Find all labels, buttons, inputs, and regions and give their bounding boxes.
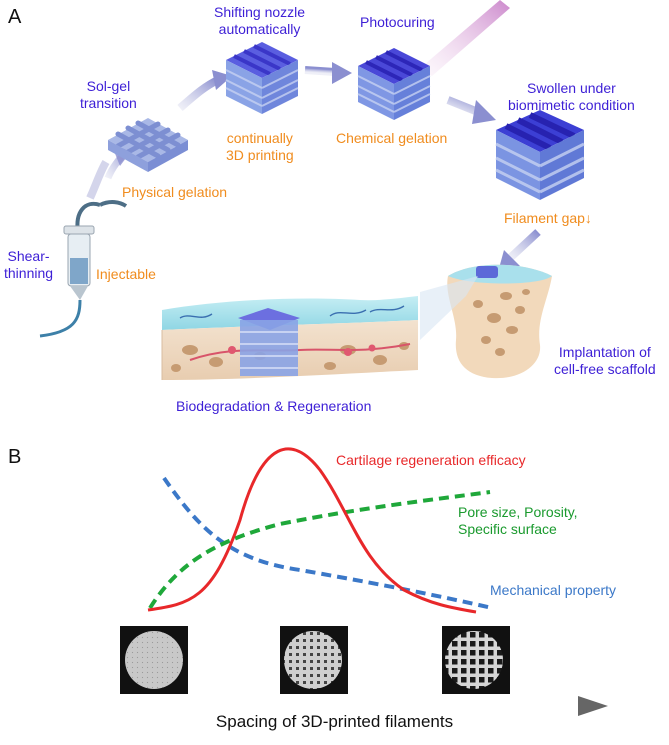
curve-cartilage-regeneration <box>147 447 477 614</box>
label-injectable: Injectable <box>96 266 156 282</box>
zoom-connector <box>420 276 478 340</box>
label-mechanical-property: Mechanical property <box>490 582 617 598</box>
light-beam <box>418 0 510 76</box>
flow-arrow-5 <box>507 229 541 261</box>
scaffold-printing <box>225 42 299 114</box>
micrograph-mid <box>280 626 348 694</box>
micrograph-dense <box>120 626 188 694</box>
label-shifting-nozzle: Shifting nozzle automatically <box>214 4 306 37</box>
label-chemical-gelation: Chemical gelation <box>336 130 448 146</box>
flow-arrow-syringe <box>86 159 110 200</box>
x-axis-label: Spacing of 3D-printed filaments <box>215 712 454 731</box>
label-continually-printing: continually 3D printing <box>226 130 294 163</box>
scaffold-photocured <box>357 48 431 120</box>
panel-letter-a: A <box>8 6 22 28</box>
label-cartilage-efficacy: Cartilage regeneration efficacy <box>336 452 526 468</box>
curve-mechanical-property <box>162 476 493 610</box>
syringe-icon <box>39 200 128 338</box>
label-biodegradation: Biodegradation & Regeneration <box>176 398 372 414</box>
x-axis-arrowhead <box>578 696 608 716</box>
flow-arrow-4 <box>446 96 480 116</box>
tissue-block <box>161 296 418 380</box>
label-pore-size: Pore size, Porosity, Specific surface <box>458 504 578 537</box>
label-swollen: Swollen under biomimetic condition <box>508 80 635 113</box>
label-physical-gelation: Physical gelation <box>122 184 228 200</box>
label-implantation: Implantation of cell-free scaffold <box>554 344 656 377</box>
label-shear-thinning: Shear- thinning <box>4 248 54 281</box>
flow-arrow-3 <box>304 66 336 76</box>
concept-chart <box>147 447 493 614</box>
scaffold-solgel <box>108 118 188 172</box>
scaffold-swollen <box>495 110 585 200</box>
label-photocuring: Photocuring <box>360 14 435 30</box>
label-sol-gel: Sol-gel transition <box>80 78 137 111</box>
panel-letter-b: B <box>8 446 22 468</box>
micrograph-open <box>442 626 510 694</box>
curve-pore-size <box>148 490 491 610</box>
flow-arrow-2 <box>177 76 220 112</box>
label-filament-gap: Filament gap↓ <box>504 210 592 226</box>
